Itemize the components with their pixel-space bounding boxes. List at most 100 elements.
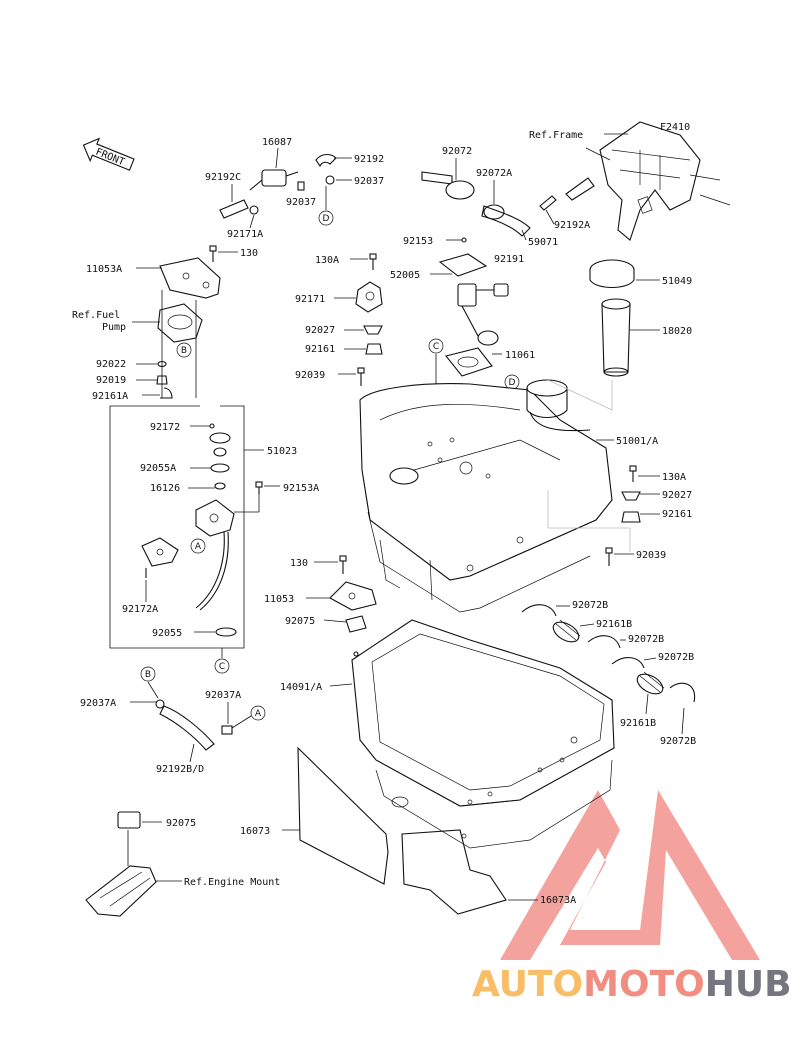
part-16126: 16126 (150, 483, 180, 494)
part-92037-mid: 92037 (286, 197, 316, 208)
callout-c-tank: C (433, 342, 439, 352)
bolt-92153a (255, 481, 263, 494)
ref-engine-mount-label: Ref.Engine Mount (184, 877, 280, 888)
tank-cap-51049 (589, 259, 635, 289)
part-130-left: 130 (240, 248, 258, 259)
part-18020: 18020 (662, 326, 692, 337)
filler-top (421, 171, 595, 237)
part-92072a: 92072A (476, 168, 512, 179)
part-59071: 59071 (528, 237, 558, 248)
pad-16073a (401, 829, 507, 915)
fuel-pipe-16087 (249, 169, 299, 191)
figure-code: F2410 (660, 122, 690, 133)
callout-a-low: A (255, 709, 262, 719)
watermark-text-hub: HUB (705, 964, 792, 1005)
bolt-130-mid (339, 555, 347, 574)
callout-a-box: A (195, 542, 202, 552)
strainer-18020 (601, 298, 631, 377)
part-92039-right: 92039 (636, 550, 666, 561)
hose-92192bd (155, 699, 233, 751)
part-92072b-3: 92072B (658, 652, 694, 663)
watermark-text-moto: MOTO (583, 964, 705, 1005)
part-92172: 92172 (150, 422, 180, 433)
part-92192: 92192 (354, 154, 384, 165)
watermark: AUTOMOTOHUB (472, 790, 792, 1005)
grommet-92161-left (365, 343, 383, 355)
part-11061: 11061 (505, 350, 535, 361)
hose-clamps-right (521, 604, 696, 703)
part-92027-right: 92027 (662, 490, 692, 501)
part-92072b-2: 92072B (628, 634, 664, 645)
ref-frame-label: Ref.Frame (529, 130, 583, 141)
part-92072b-4: 92072B (660, 736, 696, 747)
hose-92192 (315, 153, 337, 168)
part-92019: 92019 (96, 375, 126, 386)
part-52005: 52005 (390, 270, 420, 281)
part-92192c: 92192C (205, 172, 241, 183)
bracket-92171 (355, 281, 383, 313)
part-92171: 92171 (295, 294, 325, 305)
ref-fuel-pump-label-1: Ref.Fuel (72, 310, 120, 321)
nut-92019 (156, 375, 168, 385)
ref-frame-bracket (585, 121, 731, 241)
bolt-92039-left (357, 367, 365, 386)
callout-b-low: B (145, 670, 151, 680)
watermark-logo-icon (500, 790, 760, 960)
part-130a-top: 130A (315, 255, 339, 266)
watermark-text-auto: AUTO (472, 964, 583, 1005)
part-92171a: 92171A (227, 229, 263, 240)
callout-b-left: B (181, 346, 187, 356)
damper-92075-low (117, 811, 141, 829)
callout-d-top: D (323, 214, 330, 224)
part-92172a: 92172A (122, 604, 158, 615)
part-51001a: 51001/A (616, 436, 658, 447)
part-92072b-1: 92072B (572, 600, 608, 611)
part-130-mid: 130 (290, 558, 308, 569)
part-92022: 92022 (96, 359, 126, 370)
fuel-gauge-52005 (438, 253, 509, 346)
part-92192bd: 92192B/D (156, 764, 204, 775)
bolt-130a-top (369, 253, 377, 270)
part-92055: 92055 (152, 628, 182, 639)
bracket-11053 (329, 581, 377, 611)
callout-c-low: C (219, 662, 225, 672)
part-11053a: 11053A (86, 264, 122, 275)
part-92055a: 92055A (140, 463, 176, 474)
bolt-130a-right (629, 465, 637, 482)
bracket-11053a (159, 257, 221, 299)
callout-d-tank: D (509, 378, 516, 388)
part-16073: 16073 (240, 826, 270, 837)
part-92161-left: 92161 (305, 344, 335, 355)
part-16087: 16087 (262, 137, 292, 148)
damper-92161a (160, 387, 173, 399)
part-92037a-left: 92037A (80, 698, 116, 709)
clip-92171a (249, 205, 259, 215)
washer-92022 (157, 360, 167, 368)
svg-text:AUTOMOTOHUB: AUTOMOTOHUB (472, 964, 792, 1005)
pad-16073 (297, 746, 389, 885)
part-11053: 11053 (264, 594, 294, 605)
damper-92075-mid (345, 615, 367, 633)
part-51049: 51049 (662, 276, 692, 287)
tank-cover-14091 (351, 619, 615, 849)
bolt-130-left (209, 245, 217, 262)
part-92075-mid: 92075 (285, 616, 315, 627)
fitting-92192c (219, 199, 249, 219)
part-92027-left: 92027 (305, 325, 335, 336)
part-92161b-1: 92161B (596, 619, 632, 630)
part-92037-top: 92037 (354, 176, 384, 187)
bolt-92039-right (605, 547, 613, 566)
gasket-11061 (445, 347, 493, 377)
fuel-cock-assembly (141, 423, 235, 611)
washer-92027-right (621, 491, 641, 501)
part-92153a: 92153A (283, 483, 319, 494)
clamp-92037-mid (297, 181, 305, 191)
group-box-51023 (109, 405, 245, 649)
part-130a-right: 130A (662, 472, 686, 483)
part-92039-left: 92039 (295, 370, 325, 381)
part-92161-right: 92161 (662, 509, 692, 520)
front-arrow: FRONT (82, 137, 135, 171)
engine-mount-bracket (85, 830, 157, 917)
part-92161b-2: 92161B (620, 718, 656, 729)
